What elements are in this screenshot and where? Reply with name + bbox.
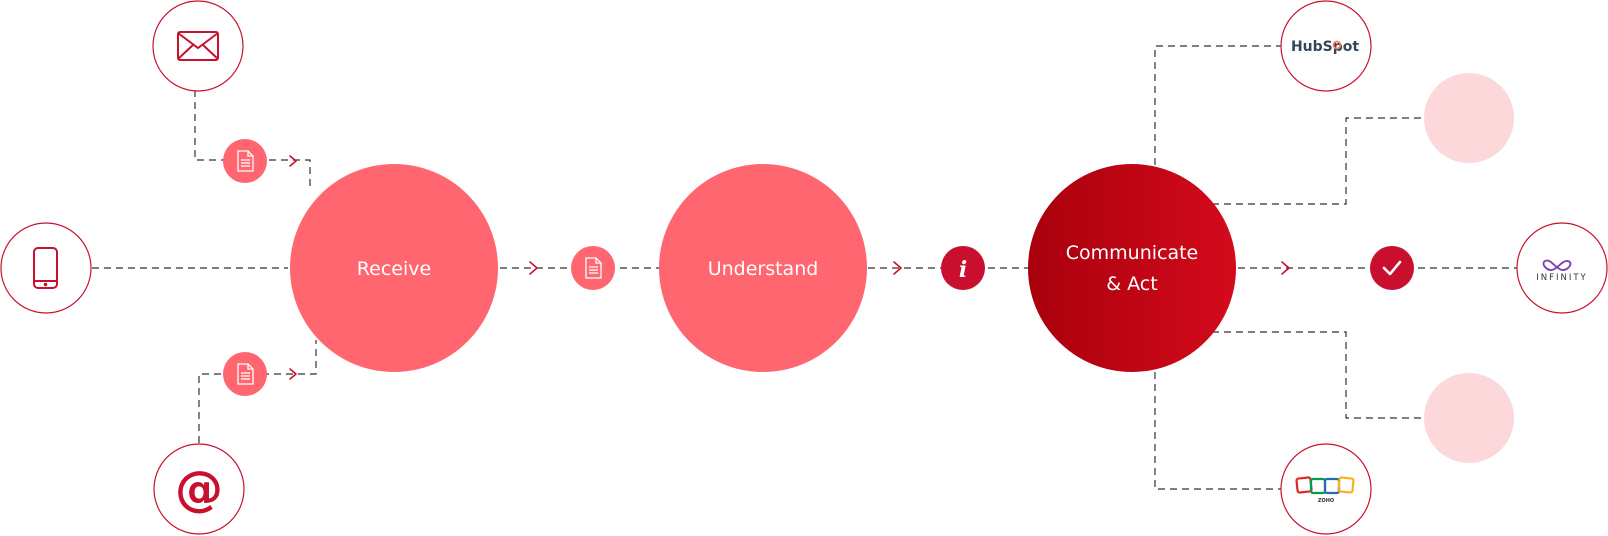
document-icon xyxy=(585,257,602,279)
at-input-node: @ xyxy=(153,443,245,535)
infinity-node: INFINITY xyxy=(1516,222,1608,314)
understand-label: Understand xyxy=(708,258,819,280)
placeholder-node-top xyxy=(1424,73,1514,163)
info-connector: i xyxy=(941,246,985,290)
placeholder-node-bottom xyxy=(1424,373,1514,463)
infinity-logo: INFINITY xyxy=(1536,259,1588,283)
hubspot-node: HubSpot xyxy=(1280,0,1372,92)
arrow-head xyxy=(1281,261,1290,275)
receive-label: Receive xyxy=(357,258,431,280)
envelope-icon xyxy=(177,31,219,61)
zoho-node: ZOHO xyxy=(1280,443,1372,535)
document-connector-middle xyxy=(571,246,615,290)
check-connector xyxy=(1370,246,1414,290)
arrow-head xyxy=(289,368,297,380)
document-icon xyxy=(237,150,254,172)
connector-lines xyxy=(92,45,1518,490)
arrowheads xyxy=(289,155,1290,380)
checkmark-icon xyxy=(1382,260,1402,276)
receive-stage: Receive xyxy=(290,164,498,372)
arrow-head xyxy=(289,155,297,167)
arrow-head xyxy=(529,261,538,275)
infinity-wordmark: INFINITY xyxy=(1536,273,1588,283)
understand-stage: Understand xyxy=(659,164,867,372)
arrow-head xyxy=(893,261,902,275)
infinity-symbol-icon xyxy=(1542,259,1572,271)
mobile-phone-icon xyxy=(33,247,58,289)
at-sign-icon: @ xyxy=(175,461,223,517)
mobile-input-node xyxy=(0,222,92,314)
hubspot-wordmark: HubSpot xyxy=(1291,39,1359,55)
email-input-node xyxy=(152,0,244,92)
communicate-act-stage: Communicate & Act xyxy=(1028,164,1236,372)
document-icon xyxy=(237,363,254,385)
zoho-logo: ZOHO xyxy=(1295,476,1355,504)
zoho-wordmark: ZOHO xyxy=(1318,498,1334,504)
hubspot-logo: HubSpot xyxy=(1291,39,1359,55)
document-connector-bottom xyxy=(223,352,267,396)
document-connector-top xyxy=(223,139,267,183)
communicate-label-line1: Communicate xyxy=(1066,242,1199,264)
info-icon: i xyxy=(959,257,967,283)
communicate-label-line2: & Act xyxy=(1106,273,1157,295)
